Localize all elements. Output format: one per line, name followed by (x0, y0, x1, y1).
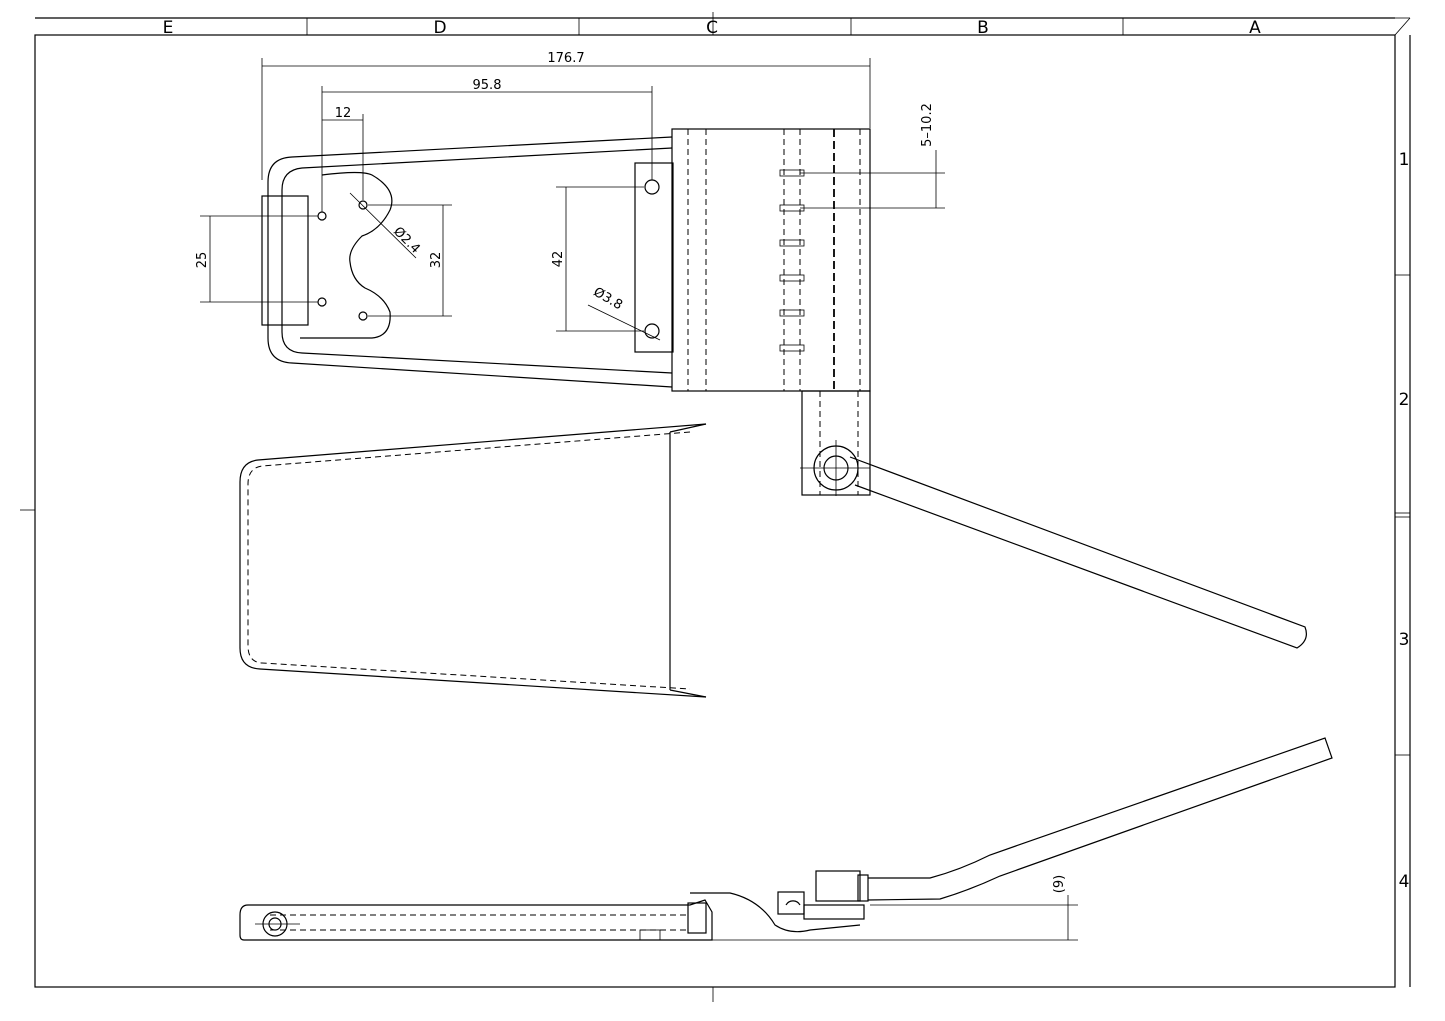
dim-side-gap: (9) (1052, 875, 1067, 893)
zone-label-b: B (977, 18, 989, 38)
string-slots (779, 169, 805, 352)
dim-range: 5–10.2 (920, 103, 935, 147)
zone-label-4: 4 (1399, 872, 1410, 892)
column-dividers (306, 12, 1124, 35)
middle-view (239, 423, 707, 698)
sheet-border (20, 17, 1411, 1002)
dim-height-25: 25 (195, 252, 210, 269)
zone-label-d: D (433, 18, 446, 38)
dim-height-32: 32 (429, 252, 444, 269)
dim-height-42: 42 (551, 251, 566, 268)
dimension-lines (200, 58, 945, 341)
zone-label-3: 3 (1399, 630, 1410, 650)
dim-mount-spacing: 95.8 (473, 78, 502, 93)
zone-label-c: C (706, 18, 718, 38)
dim-hole-small: Ø2.4 (390, 224, 422, 256)
top-view (261, 128, 1307, 649)
dim-overall-length: 176.7 (547, 51, 584, 66)
zone-label-a: A (1249, 18, 1261, 38)
zone-label-e: E (163, 18, 174, 38)
side-view (239, 737, 1333, 941)
dim-offset-12: 12 (335, 106, 352, 121)
row-dividers (1395, 274, 1410, 756)
zone-label-1: 1 (1399, 150, 1410, 170)
zone-label-2: 2 (1399, 390, 1410, 410)
